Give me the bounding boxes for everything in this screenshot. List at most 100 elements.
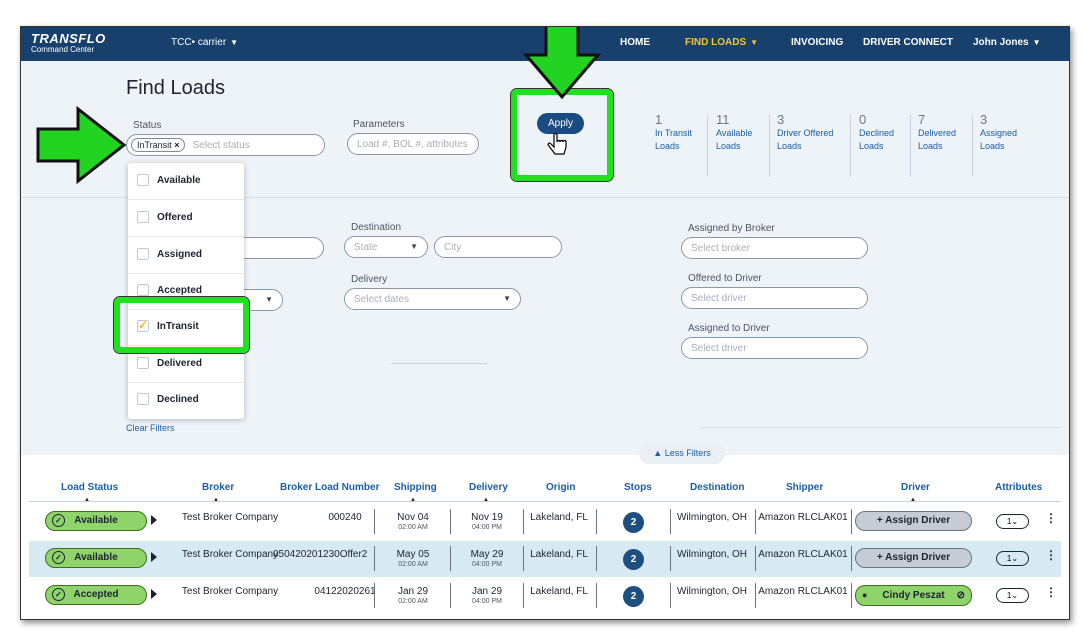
status-option-intransit[interactable]: ✓ InTransit xyxy=(128,309,244,346)
col-driver[interactable]: Driver xyxy=(901,482,930,493)
more-options-icon[interactable]: ⋮ xyxy=(1045,585,1057,599)
origin-cell: Lakeland, FL xyxy=(530,586,588,597)
col-attributes[interactable]: Attributes xyxy=(995,482,1043,493)
expand-arrow-icon[interactable] xyxy=(151,515,157,525)
delivery-placeholder: Select dates xyxy=(354,294,410,305)
clear-filters-link[interactable]: Clear Filters xyxy=(126,423,175,433)
status-option-assigned[interactable]: Assigned xyxy=(128,237,244,274)
status-badge[interactable]: ✓Available xyxy=(45,548,147,568)
state-select[interactable]: State▼ xyxy=(344,236,428,258)
nav-driver-connect[interactable]: DRIVER CONNECT xyxy=(863,37,954,48)
apply-button[interactable]: Apply xyxy=(537,113,584,134)
delivery-date-select[interactable]: Select dates▼ xyxy=(344,288,521,310)
col-destination[interactable]: Destination xyxy=(690,482,745,493)
less-filters-toggle[interactable]: ▲ Less Filters xyxy=(639,444,725,464)
offered-to-driver-label: Offered to Driver xyxy=(688,273,762,284)
col-shipper[interactable]: Shipper xyxy=(786,482,824,493)
transflo-logo[interactable]: TRANSFLO Command Center xyxy=(31,31,106,54)
parameters-label: Parameters xyxy=(353,119,405,130)
status-option-declined[interactable]: Declined xyxy=(128,382,244,419)
table-row[interactable]: ✓Accepted Test Broker Company 0412202026… xyxy=(29,578,1061,614)
chevron-down-icon: ⌄ xyxy=(1011,554,1019,563)
divider xyxy=(910,115,911,177)
status-placeholder: Select status xyxy=(192,140,250,151)
col-load-status[interactable]: Load Status xyxy=(61,482,119,493)
offered-driver-select[interactable]: Select driver xyxy=(681,287,868,309)
nav-home[interactable]: HOME xyxy=(620,37,650,48)
status-badge[interactable]: ✓Available xyxy=(45,511,147,531)
status-option-offered[interactable]: Offered xyxy=(128,200,244,237)
checkbox[interactable] xyxy=(137,174,149,186)
checkbox-checked[interactable]: ✓ xyxy=(137,318,149,332)
assign-driver-button[interactable]: + Assign Driver xyxy=(855,511,972,531)
driver-badge[interactable]: ●Cindy Peszat⊘ xyxy=(855,585,972,606)
attributes-dropdown[interactable]: 1⌄ xyxy=(996,514,1029,529)
nav-find-loads[interactable]: FIND LOADS▼ xyxy=(685,37,758,48)
stops-badge[interactable]: 2 xyxy=(623,549,644,570)
col-delivery[interactable]: Delivery xyxy=(469,482,508,493)
hand-cursor-icon xyxy=(547,133,567,155)
status-select[interactable]: InTransit × Select status xyxy=(126,134,325,156)
divider xyxy=(755,546,756,571)
col-broker-load-number[interactable]: Broker Load Number xyxy=(280,482,380,493)
checkbox[interactable] xyxy=(137,357,149,369)
expand-arrow-icon[interactable] xyxy=(151,552,157,562)
col-origin[interactable]: Origin xyxy=(546,482,576,493)
logo-text: TRANSFLO xyxy=(31,31,106,46)
user-menu[interactable]: John Jones▼ xyxy=(973,37,1041,48)
table-row[interactable]: ✓Available Test Broker Company 000240 No… xyxy=(29,504,1061,540)
chevron-down-icon: ⌄ xyxy=(1011,517,1019,526)
nav-invoicing[interactable]: INVOICING xyxy=(791,37,844,48)
col-stops[interactable]: Stops xyxy=(624,482,652,493)
checkbox[interactable] xyxy=(137,393,149,405)
status-option-available[interactable]: Available xyxy=(128,163,244,200)
divider xyxy=(523,509,524,534)
org-switcher[interactable]: TCC• carrier▼ xyxy=(171,37,238,48)
divider xyxy=(523,546,524,571)
assigned-to-driver-label: Assigned to Driver xyxy=(688,323,770,334)
expand-arrow-icon[interactable] xyxy=(151,589,157,599)
close-icon[interactable]: × xyxy=(174,140,180,150)
status-option-accepted[interactable]: Accepted xyxy=(128,273,244,310)
status-badge[interactable]: ✓Accepted xyxy=(45,585,147,605)
option-label: Available xyxy=(157,175,201,186)
parameters-input[interactable]: Load #, BOL #, attributes xyxy=(347,133,479,155)
org-name: TCC• carrier xyxy=(171,37,227,48)
more-options-icon[interactable]: ⋮ xyxy=(1045,511,1057,525)
check-circle-icon: ✓ xyxy=(52,551,65,564)
ship-date: May 05 xyxy=(396,549,430,560)
checkbox[interactable] xyxy=(137,248,149,260)
attributes-dropdown[interactable]: 1⌄ xyxy=(996,588,1029,603)
chat-icon: ● xyxy=(862,590,868,600)
stops-badge[interactable]: 2 xyxy=(623,512,644,533)
table-row[interactable]: ✓Available Test Broker Company 050420201… xyxy=(29,541,1061,577)
city-input[interactable]: City xyxy=(434,236,562,258)
divider xyxy=(851,583,852,608)
checkbox[interactable] xyxy=(137,284,149,296)
broker-select[interactable]: Select broker xyxy=(681,237,868,259)
ship-time: 02:00 AM xyxy=(398,524,428,531)
col-broker[interactable]: Broker xyxy=(202,482,235,493)
assign-driver-button[interactable]: + Assign Driver xyxy=(855,548,972,568)
unassign-icon[interactable]: ⊘ xyxy=(956,590,965,601)
attributes-dropdown[interactable]: 1⌄ xyxy=(996,551,1029,566)
stat-count: 3 xyxy=(777,112,785,127)
divider xyxy=(670,546,671,571)
col-shipping[interactable]: Shipping xyxy=(394,482,437,493)
option-label: InTransit xyxy=(157,321,199,332)
checkbox[interactable] xyxy=(137,211,149,223)
stops-badge[interactable]: 2 xyxy=(623,586,644,607)
assigned-driver-select[interactable]: Select driver xyxy=(681,337,868,359)
more-options-icon[interactable]: ⋮ xyxy=(1045,548,1057,562)
status-chip[interactable]: InTransit × xyxy=(131,138,186,152)
status-option-delivered[interactable]: Delivered xyxy=(128,346,244,383)
